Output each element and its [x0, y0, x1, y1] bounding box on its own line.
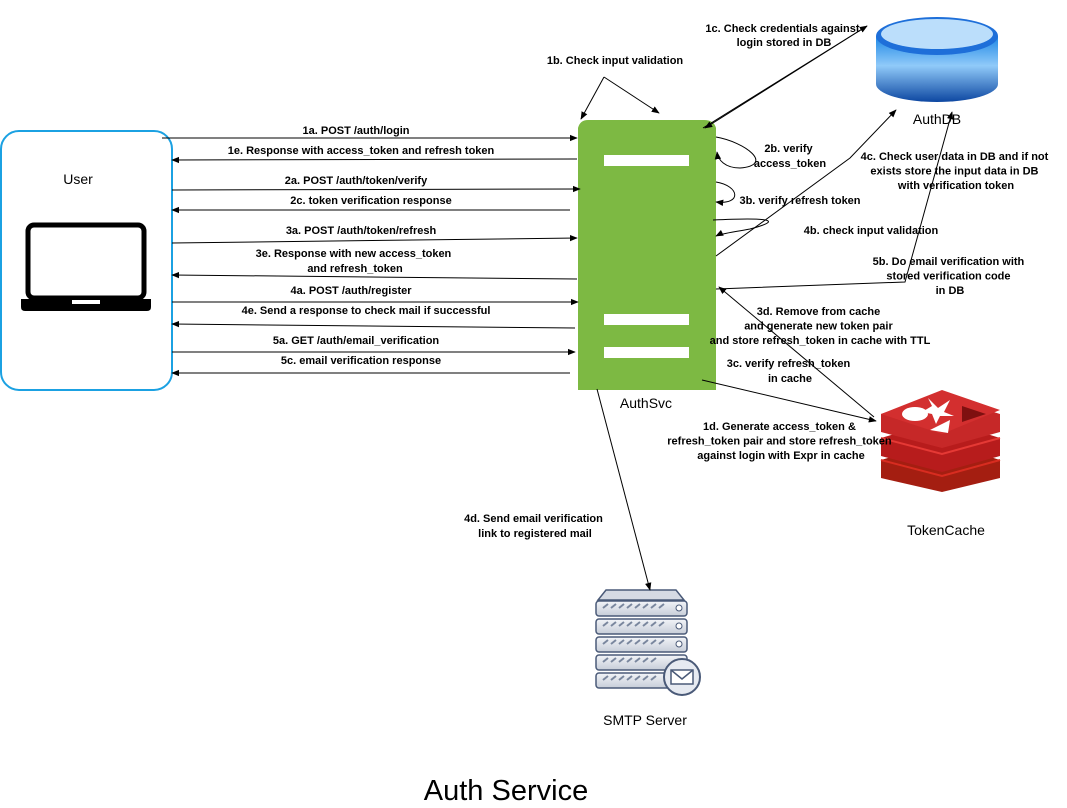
- authdb-label: AuthDB: [913, 111, 961, 127]
- user-label: User: [63, 171, 93, 187]
- label-5b-line1: 5b. Do email verification with: [873, 256, 1025, 268]
- label-3e-line2: and refresh_token: [307, 263, 403, 275]
- redis-cache-icon: [880, 390, 1001, 492]
- edge-4c: [715, 109, 897, 257]
- authdb-node: AuthDB: [876, 17, 998, 127]
- tokencache-label: TokenCache: [907, 522, 985, 538]
- label-2a: 2a. POST /auth/token/verify: [285, 175, 428, 187]
- label-4c-line3: with verification token: [897, 180, 1014, 192]
- label-3d-line1: 3d. Remove from cache: [757, 306, 881, 318]
- user-node: User: [0, 130, 173, 391]
- edge-5b: [715, 111, 954, 290]
- edge-3b: [715, 181, 736, 206]
- authsvc-label: AuthSvc: [620, 395, 672, 411]
- label-4a: 4a. POST /auth/register: [290, 285, 412, 297]
- label-4c-line1: 4c. Check user data in DB and if not: [861, 151, 1049, 163]
- edge-4d: [596, 388, 652, 591]
- label-4c-line2: exists store the input data in DB: [870, 166, 1038, 178]
- edge-1d: [701, 379, 877, 423]
- edge-1c-b: [704, 25, 868, 129]
- edges-user-authsvc: [162, 134, 581, 377]
- edges-services: [596, 25, 954, 591]
- user-box: [0, 130, 173, 391]
- authsvc-node: AuthSvc: [578, 120, 716, 411]
- label-3c-line2: in cache: [768, 373, 812, 385]
- label-3e-line1: 3e. Response with new access_token: [256, 248, 452, 260]
- label-1e: 1e. Response with access_token and refre…: [228, 145, 495, 157]
- label-3e: 3e. Response with new access_token and r…: [256, 248, 455, 275]
- label-2b: 2b. verify access_token: [754, 143, 826, 170]
- smtp-node: SMTP Server: [595, 589, 701, 728]
- label-1c-line2: login stored in DB: [737, 37, 832, 49]
- label-1d-line3: against login with Expr in cache: [697, 450, 864, 462]
- edge-3c-3d: [718, 286, 875, 418]
- label-4d-line1: 4d. Send email verification: [464, 513, 603, 525]
- label-5b-line2: stored verification code: [886, 271, 1010, 283]
- edge-labels: 1a. POST /auth/login 1b. Check input val…: [228, 23, 1052, 540]
- label-1c-line1: 1c. Check credentials against: [705, 23, 859, 35]
- label-4d: 4d. Send email verification link to regi…: [464, 513, 606, 540]
- label-3a: 3a. POST /auth/token/refresh: [286, 225, 437, 237]
- label-5a: 5a. GET /auth/email_verification: [273, 335, 440, 347]
- label-5c: 5c. email verification response: [281, 355, 441, 367]
- label-3c-line1: 3c. verify refresh_token: [727, 358, 851, 370]
- server-slot-mid: [604, 314, 689, 325]
- label-3b: 3b. verify refresh token: [739, 195, 860, 207]
- edge-1b-b: [603, 76, 660, 114]
- label-3c: 3c. verify refresh_token in cache: [727, 358, 854, 385]
- diagram-title: Auth Service: [424, 775, 588, 807]
- label-1c: 1c. Check credentials against login stor…: [705, 23, 862, 49]
- smtp-label: SMTP Server: [603, 712, 687, 728]
- label-4c: 4c. Check user data in DB and if not exi…: [861, 151, 1052, 192]
- database-cylinder-icon: [876, 17, 998, 102]
- label-3d-line2: and generate new token pair: [744, 321, 893, 333]
- label-3d-line3: and store refresh_token in cache with TT…: [710, 335, 931, 347]
- mail-server-icon: [595, 589, 701, 696]
- label-3d: 3d. Remove from cache and generate new t…: [710, 306, 931, 347]
- label-2b-line1: 2b. verify: [764, 143, 813, 155]
- label-4e: 4e. Send a response to check mail if suc…: [242, 305, 491, 317]
- tokencache-node: TokenCache: [880, 390, 1001, 538]
- server-slot-top: [604, 155, 689, 166]
- label-4d-line2: link to registered mail: [478, 528, 592, 540]
- label-5b: 5b. Do email verification with stored ve…: [873, 256, 1028, 297]
- laptop-icon: [21, 222, 151, 311]
- label-4b: 4b. check input validation: [804, 225, 939, 237]
- edge-1b-a: [580, 76, 605, 120]
- edge-2a: [171, 185, 581, 193]
- edge-4b: [712, 218, 769, 237]
- edge-4e: [171, 320, 576, 329]
- label-1d-line1: 1d. Generate access_token &: [703, 421, 856, 433]
- label-2b-line2: access_token: [754, 158, 826, 170]
- edge-3a: [171, 234, 578, 244]
- label-1d: 1d. Generate access_token & refresh_toke…: [667, 421, 894, 462]
- edge-2b: [714, 136, 757, 169]
- label-2c: 2c. token verification response: [290, 195, 451, 207]
- label-5b-line3: in DB: [936, 285, 965, 297]
- label-1a: 1a. POST /auth/login: [303, 125, 410, 137]
- label-1b: 1b. Check input validation: [547, 55, 684, 67]
- label-1d-line2: refresh_token pair and store refresh_tok…: [667, 436, 892, 448]
- server-slot-bottom: [604, 347, 689, 358]
- edges-self: [580, 76, 769, 237]
- edge-1e: [171, 156, 578, 164]
- edge-3e: [171, 271, 578, 280]
